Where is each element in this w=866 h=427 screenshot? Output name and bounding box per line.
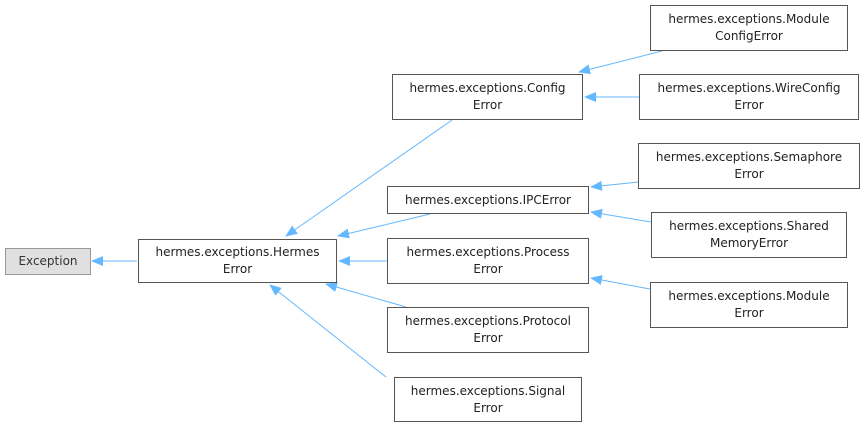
node-ipc-error[interactable]: hermes.exceptions.IPCError [387, 186, 589, 214]
node-protocol-error[interactable]: hermes.exceptions.Protocol Error [387, 307, 589, 353]
node-shared-memory-error-line-1: hermes.exceptions.Shared [669, 219, 829, 233]
edge-config-to-hermes [285, 119, 453, 237]
node-semaphore-error-line-2: Error [734, 167, 764, 181]
node-config-error-line-1: hermes.exceptions.Config [409, 81, 566, 95]
node-module-config-error[interactable]: hermes.exceptions.Module ConfigError [650, 5, 848, 51]
edge-protocol-to-hermes [325, 282, 407, 308]
node-exception: Exception [5, 248, 91, 275]
node-shared-memory-error-line-2: MemoryError [709, 236, 789, 250]
node-process-error-line-1: hermes.exceptions.Process [406, 245, 570, 259]
node-ipc-error-line-1: hermes.exceptions.IPCError [405, 192, 571, 207]
node-semaphore-error[interactable]: hermes.exceptions.Semaphore Error [638, 143, 860, 189]
node-shared-memory-error[interactable]: hermes.exceptions.Shared MemoryError [651, 212, 847, 258]
edge-semaphore-to-ipc [590, 180, 639, 191]
node-wire-config-error-line-1: hermes.exceptions.WireConfig [657, 81, 841, 95]
node-process-error-line-2: Error [473, 262, 503, 276]
edge-sharedmemory-to-ipc [590, 208, 652, 223]
edge-ipc-to-hermes [337, 213, 431, 239]
edge-module-to-process [590, 275, 651, 290]
node-hermes-error-line-2: Error [222, 262, 253, 276]
node-signal-error[interactable]: hermes.exceptions.Signal Error [394, 377, 582, 422]
node-module-error-line-2: Error [734, 306, 764, 320]
node-exception-line-1: Exception [18, 254, 78, 268]
node-config-error-line-2: Error [472, 98, 503, 112]
node-module-config-error-line-1: hermes.exceptions.Module [668, 12, 830, 26]
node-module-error-line-1: hermes.exceptions.Module [668, 289, 830, 303]
node-hermes-error[interactable]: hermes.exceptions.Hermes Error [138, 239, 337, 283]
node-protocol-error-line-1: hermes.exceptions.Protocol [405, 314, 571, 328]
node-signal-error-line-1: hermes.exceptions.Signal [410, 383, 566, 398]
node-hermes-error-line-1: hermes.exceptions.Hermes [155, 245, 320, 259]
node-wire-config-error-line-2: Error [734, 98, 764, 112]
node-module-config-error-line-2: ConfigError [715, 29, 783, 43]
node-wire-config-error[interactable]: hermes.exceptions.WireConfig Error [639, 74, 859, 120]
node-module-error[interactable]: hermes.exceptions.Module Error [650, 282, 848, 328]
node-signal-error-line-2: Error [473, 400, 503, 415]
node-semaphore-error-line-1: hermes.exceptions.Semaphore [655, 150, 843, 164]
node-protocol-error-line-2: Error [473, 331, 503, 345]
edge-moduleconfig-to-config [578, 50, 663, 75]
node-process-error[interactable]: hermes.exceptions.Process Error [387, 238, 589, 284]
node-config-error[interactable]: hermes.exceptions.Config Error [392, 74, 583, 120]
edge-signal-to-hermes [269, 284, 387, 378]
